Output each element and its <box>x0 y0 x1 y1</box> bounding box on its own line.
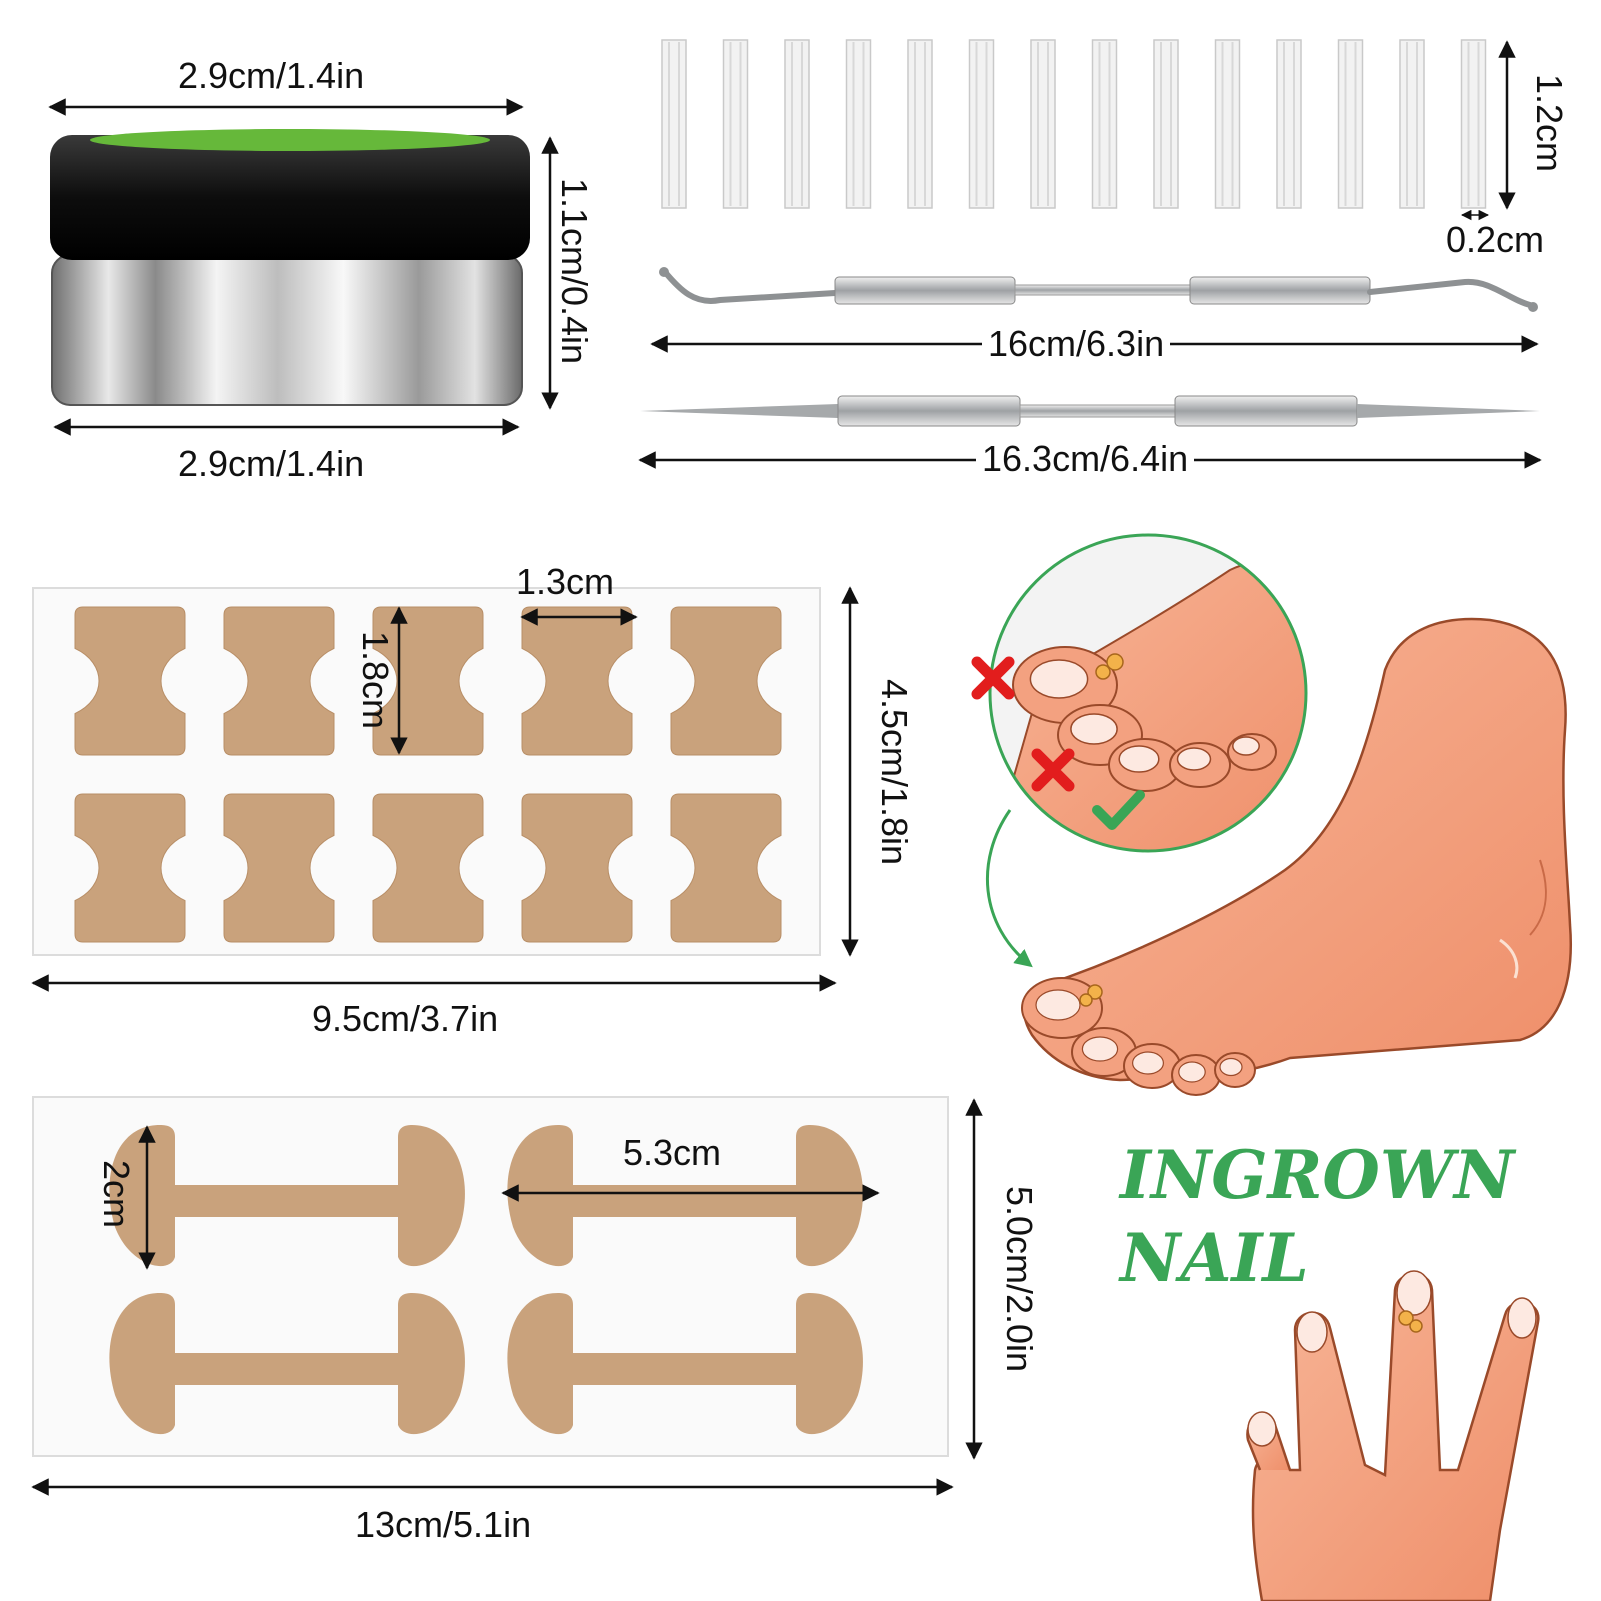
jar-bottom-width-label: 2.9cm/1.4in <box>178 443 365 484</box>
butterfly-patch <box>521 793 633 943</box>
patch-width-label: 1.3cm <box>516 561 615 602</box>
jar-glass-body <box>51 254 523 406</box>
toe <box>1227 733 1277 771</box>
butterfly-patch <box>223 606 335 756</box>
toe <box>1214 1052 1256 1088</box>
silicone-straw <box>1153 39 1179 209</box>
lifter-length-label: 16cm/6.3in <box>982 326 1171 362</box>
silicone-straw <box>1337 39 1364 209</box>
butterfly-patch <box>670 606 782 756</box>
silicone-straw <box>722 39 749 209</box>
silicone-straws-group <box>661 39 1487 209</box>
foot-illustration <box>1021 617 1572 1096</box>
check-mark-icon <box>1092 790 1145 830</box>
headline-line-2: NAIL <box>1120 1219 1309 1297</box>
jar-height-label: 1.1cm/0.4in <box>554 177 596 365</box>
patch-sheet-2 <box>32 1096 949 1457</box>
silicone-straw <box>1276 39 1302 209</box>
headline-line-1: INGROWN <box>1120 1136 1515 1214</box>
silicone-straw <box>1399 39 1425 209</box>
hand-illustration <box>1246 1270 1540 1601</box>
silicone-straw <box>1214 39 1241 209</box>
sheet1-width-label: 9.5cm/3.7in <box>312 998 499 1039</box>
jar-lid <box>50 135 530 260</box>
silicone-straw <box>661 39 687 209</box>
toe <box>1169 742 1231 788</box>
file-length-label: 16.3cm/6.4in <box>976 441 1195 477</box>
silicone-straw <box>1091 39 1118 209</box>
silicone-straw <box>968 39 995 209</box>
patch-height-label: 1.8cm <box>355 630 397 730</box>
dumbbell-patch <box>507 1293 863 1435</box>
butterfly-patch <box>372 793 484 943</box>
butterfly-patch <box>223 793 335 943</box>
x-mark-icon <box>1031 748 1075 792</box>
patch2-length-label: 5.3cm <box>623 1132 722 1173</box>
silicone-straw <box>907 39 933 209</box>
silicone-straw <box>1460 39 1487 209</box>
toe <box>1021 977 1103 1039</box>
straw-width-label: 0.2cm <box>1446 219 1545 260</box>
sheet1-height-label: 4.5cm/1.8in <box>874 678 916 866</box>
silicone-straw <box>1030 39 1056 209</box>
toe <box>1012 646 1118 724</box>
butterfly-patch <box>521 606 633 756</box>
butterfly-patch <box>670 793 782 943</box>
silicone-straw <box>784 39 810 209</box>
sheet2-width-label: 13cm/5.1in <box>355 1504 532 1545</box>
cream-jar <box>50 129 530 406</box>
toe <box>1108 738 1182 792</box>
butterfly-patch <box>74 606 186 756</box>
sheet2-height-label: 5.0cm/2.0in <box>999 1185 1041 1373</box>
curved-arrow-icon <box>985 809 1033 968</box>
nail-lifter-tool <box>659 267 1538 312</box>
jar-label <box>90 129 490 151</box>
patch2-height-label: 2cm <box>96 1159 138 1229</box>
straw-length-label: 1.2cm <box>1529 73 1571 173</box>
jar-top-width-label: 2.9cm/1.4in <box>178 55 365 96</box>
nail-file-tool <box>640 395 1540 427</box>
toe <box>1123 1043 1181 1089</box>
silicone-straw <box>845 39 872 209</box>
toe <box>1071 1027 1137 1077</box>
toe <box>1171 1054 1221 1096</box>
dumbbell-patch <box>109 1293 465 1435</box>
x-mark-icon <box>971 656 1015 700</box>
zoom-circle-inset <box>988 533 1308 853</box>
butterfly-patch <box>74 793 186 943</box>
